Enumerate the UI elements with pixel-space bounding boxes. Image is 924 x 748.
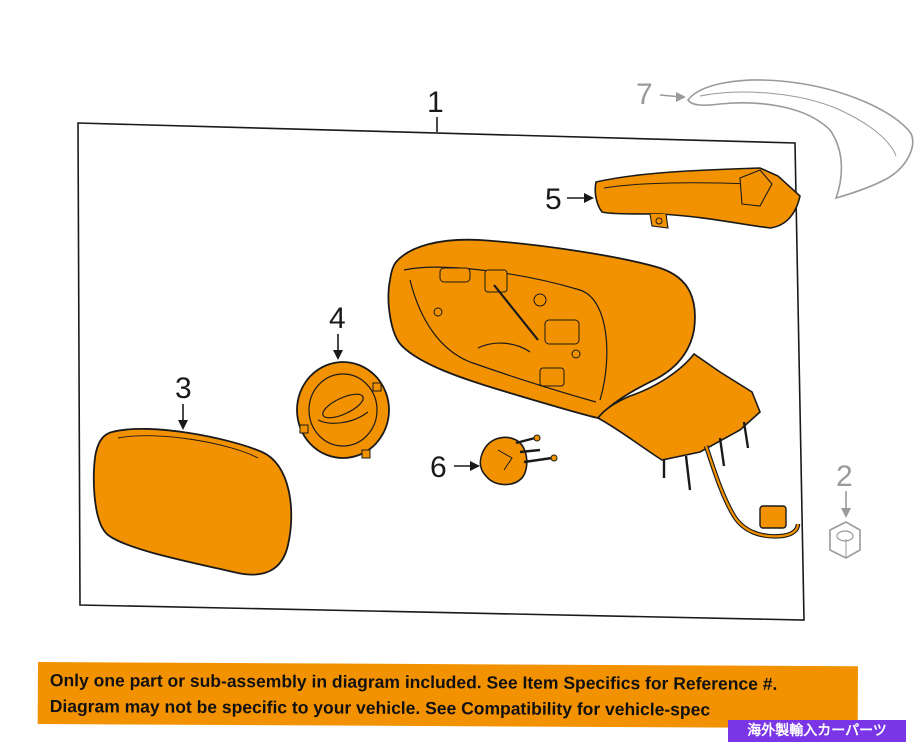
arrowhead-4 <box>333 350 343 360</box>
store-badge: 海外製輸入カーパーツ <box>728 720 906 742</box>
part-skull-cap <box>687 79 914 200</box>
disclaimer-banner: Only one part or sub-assembly in diagram… <box>37 662 858 729</box>
callout-5: 5 <box>545 183 562 216</box>
part-nut <box>829 521 861 559</box>
arrowhead-5 <box>584 193 594 203</box>
arrowhead-6 <box>470 461 480 471</box>
disclaimer-line-1: Only one part or sub-assembly in diagram… <box>49 670 778 694</box>
callout-1: 1 <box>427 86 444 119</box>
arrowhead-3 <box>178 420 188 430</box>
arrowhead-2 <box>841 508 851 518</box>
callout-3: 3 <box>175 372 192 405</box>
part-turn-signal <box>594 167 801 229</box>
part-socket <box>479 434 558 486</box>
callout-6: 6 <box>430 451 447 484</box>
callout-2: 2 <box>836 460 853 493</box>
part-mirror-glass <box>92 427 293 576</box>
disclaimer-line-2: Diagram may not be specific to your vehi… <box>49 696 711 720</box>
part-actuator <box>296 361 390 459</box>
callout-4: 4 <box>329 302 346 335</box>
callout-7: 7 <box>636 78 653 111</box>
arrowhead-7 <box>676 92 686 102</box>
assembly-frame <box>77 122 805 621</box>
part-mirror-housing <box>387 238 801 539</box>
